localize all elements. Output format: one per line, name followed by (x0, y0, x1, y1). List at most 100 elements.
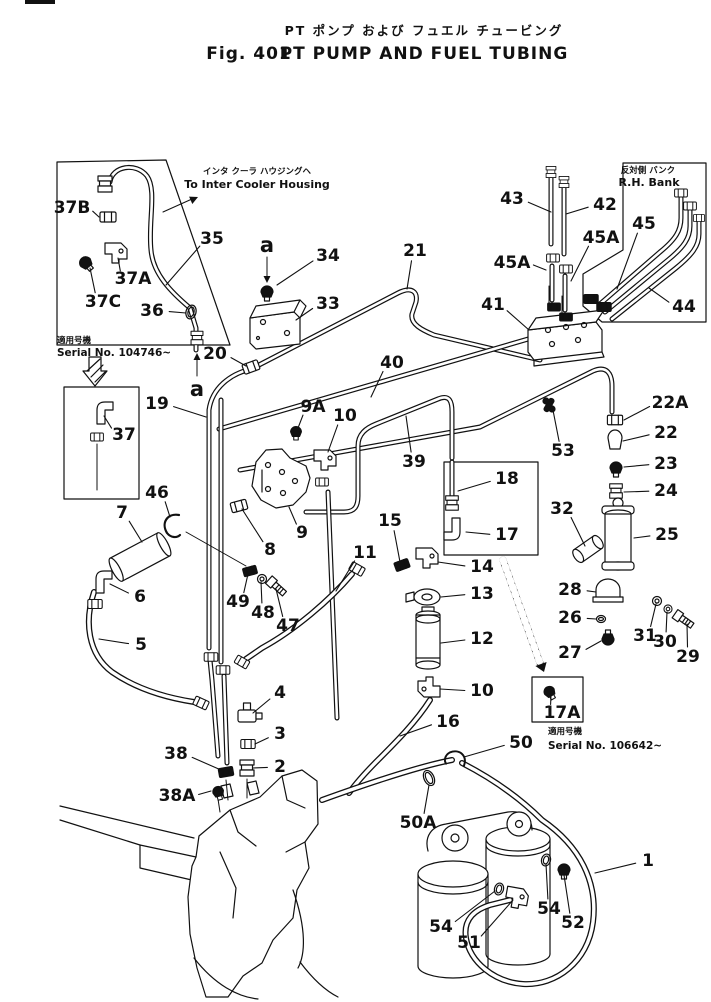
fuel-filter-assembly (514, 819, 524, 829)
leader-line-50A (423, 784, 430, 814)
nut-45a-3 (547, 302, 561, 312)
leader-line-5 (98, 638, 130, 645)
callout-37A-1: 37A (115, 269, 153, 289)
leader-line-2 (252, 766, 268, 769)
pt-pump-outline (285, 841, 306, 853)
note-intercooler-japanese: インタ クーラ ハウジングヘ (203, 166, 311, 177)
callout-4-53: 4 (274, 683, 286, 703)
leader-line-33 (295, 307, 314, 321)
leader-line-39 (405, 415, 412, 453)
rh-tube-top-2 (683, 201, 697, 211)
hose-16 (346, 697, 433, 796)
leader-line-38A (198, 790, 212, 796)
nut-45a-2 (559, 264, 573, 274)
sleeve-36 (185, 304, 197, 320)
hose-11 (243, 571, 355, 662)
figure-title-english: PT PUMP AND FUEL TUBING (280, 44, 569, 64)
leader-line-37A (117, 257, 121, 272)
washer-48 (256, 573, 268, 585)
rh-tube-top-1 (674, 188, 688, 198)
callout-29-36: 29 (676, 647, 700, 667)
leader-line-20 (230, 357, 247, 367)
callout-43-16: 43 (500, 189, 524, 209)
callout-37C-2: 37C (85, 292, 121, 312)
arrowhead (193, 353, 201, 360)
leader-line-35 (165, 245, 201, 286)
nut-37 (90, 432, 104, 442)
callout-54-62: 54 (537, 899, 561, 919)
pointer-rod (499, 556, 544, 667)
tube-21 (254, 287, 543, 369)
leader-line-22 (622, 434, 650, 442)
plug-17a (543, 685, 556, 701)
leader-line-38 (191, 756, 222, 771)
leader-line-17 (465, 531, 491, 535)
callout-50A-59: 50A (400, 813, 438, 833)
pt-pump-outline (187, 769, 319, 998)
leader-line-49 (243, 573, 249, 594)
hose-1-inlet (319, 757, 455, 803)
callout-9-39: 9 (296, 523, 308, 543)
tube-vertical-10 (325, 489, 340, 721)
clamp-50 (443, 750, 466, 767)
leader-line-48 (260, 581, 263, 604)
tube-19-union (203, 652, 219, 662)
tube-35 (107, 165, 199, 353)
callout-13-49: 13 (470, 584, 494, 604)
elbow-37a (104, 242, 128, 264)
callout-15-46: 15 (378, 511, 402, 531)
callout-30-35: 30 (653, 632, 677, 652)
fuel-filter-assembly (417, 965, 489, 979)
leader-line-15 (393, 530, 401, 563)
plug-27 (601, 629, 615, 646)
callout-41-15: 41 (481, 295, 505, 315)
arrowhead (189, 196, 198, 204)
callout-17A-65: 17A (544, 703, 582, 723)
nut-20 (241, 359, 261, 375)
elbow-10-upper (313, 449, 337, 471)
leader-line-14 (437, 561, 466, 567)
leader-line-47 (275, 588, 284, 618)
tube-39 (237, 366, 615, 473)
serial-pointer-arrow (82, 356, 108, 387)
arrowhead (263, 276, 271, 283)
rh-fitting-2 (596, 301, 612, 313)
callout-38-56: 38 (164, 744, 188, 764)
callout-52-63: 52 (561, 913, 585, 933)
leader-line-41 (506, 310, 530, 331)
serial-note-1-japanese: 適用号機 (57, 335, 92, 346)
callout-27-33: 27 (558, 643, 582, 663)
seal-26 (595, 614, 607, 624)
leader-line-21 (406, 260, 413, 290)
fuel-filter-assembly (450, 833, 460, 843)
pt-pump-outline (229, 809, 257, 847)
callout-36-3: 36 (140, 301, 164, 321)
callout-46-37: 46 (145, 483, 169, 503)
figure-number: Fig. 401 (206, 44, 291, 64)
pt-pump-outline (281, 775, 306, 809)
callout-10-51: 10 (470, 681, 494, 701)
oring-54-right (540, 853, 552, 867)
tube-21-union (215, 665, 231, 675)
fuel-filter-assembly (485, 844, 551, 857)
callout-44-21: 44 (672, 297, 696, 317)
callout-19-6: 19 (145, 394, 169, 414)
leader-line-40 (370, 370, 384, 398)
callout-42-17: 42 (593, 195, 617, 215)
leader-line-43 (527, 201, 552, 213)
sleeve-32 (572, 534, 604, 564)
fitting-8 (229, 498, 249, 514)
leader-line-23 (623, 464, 650, 468)
leader-line-45A (570, 245, 590, 282)
rh-tube-top-3 (692, 214, 706, 222)
leader-line-13 (440, 594, 466, 598)
leader-line-18 (457, 480, 491, 492)
nut-37b (99, 211, 117, 223)
callout-25-26: 25 (655, 525, 679, 545)
cap-22 (607, 429, 623, 450)
callout-8-40: 8 (264, 540, 276, 560)
pt-pump-outline (59, 805, 195, 839)
leader-line-54 (454, 890, 496, 923)
serial-note-1-english: Serial No. 104746~ (57, 347, 171, 359)
leader-line-26 (586, 617, 597, 620)
